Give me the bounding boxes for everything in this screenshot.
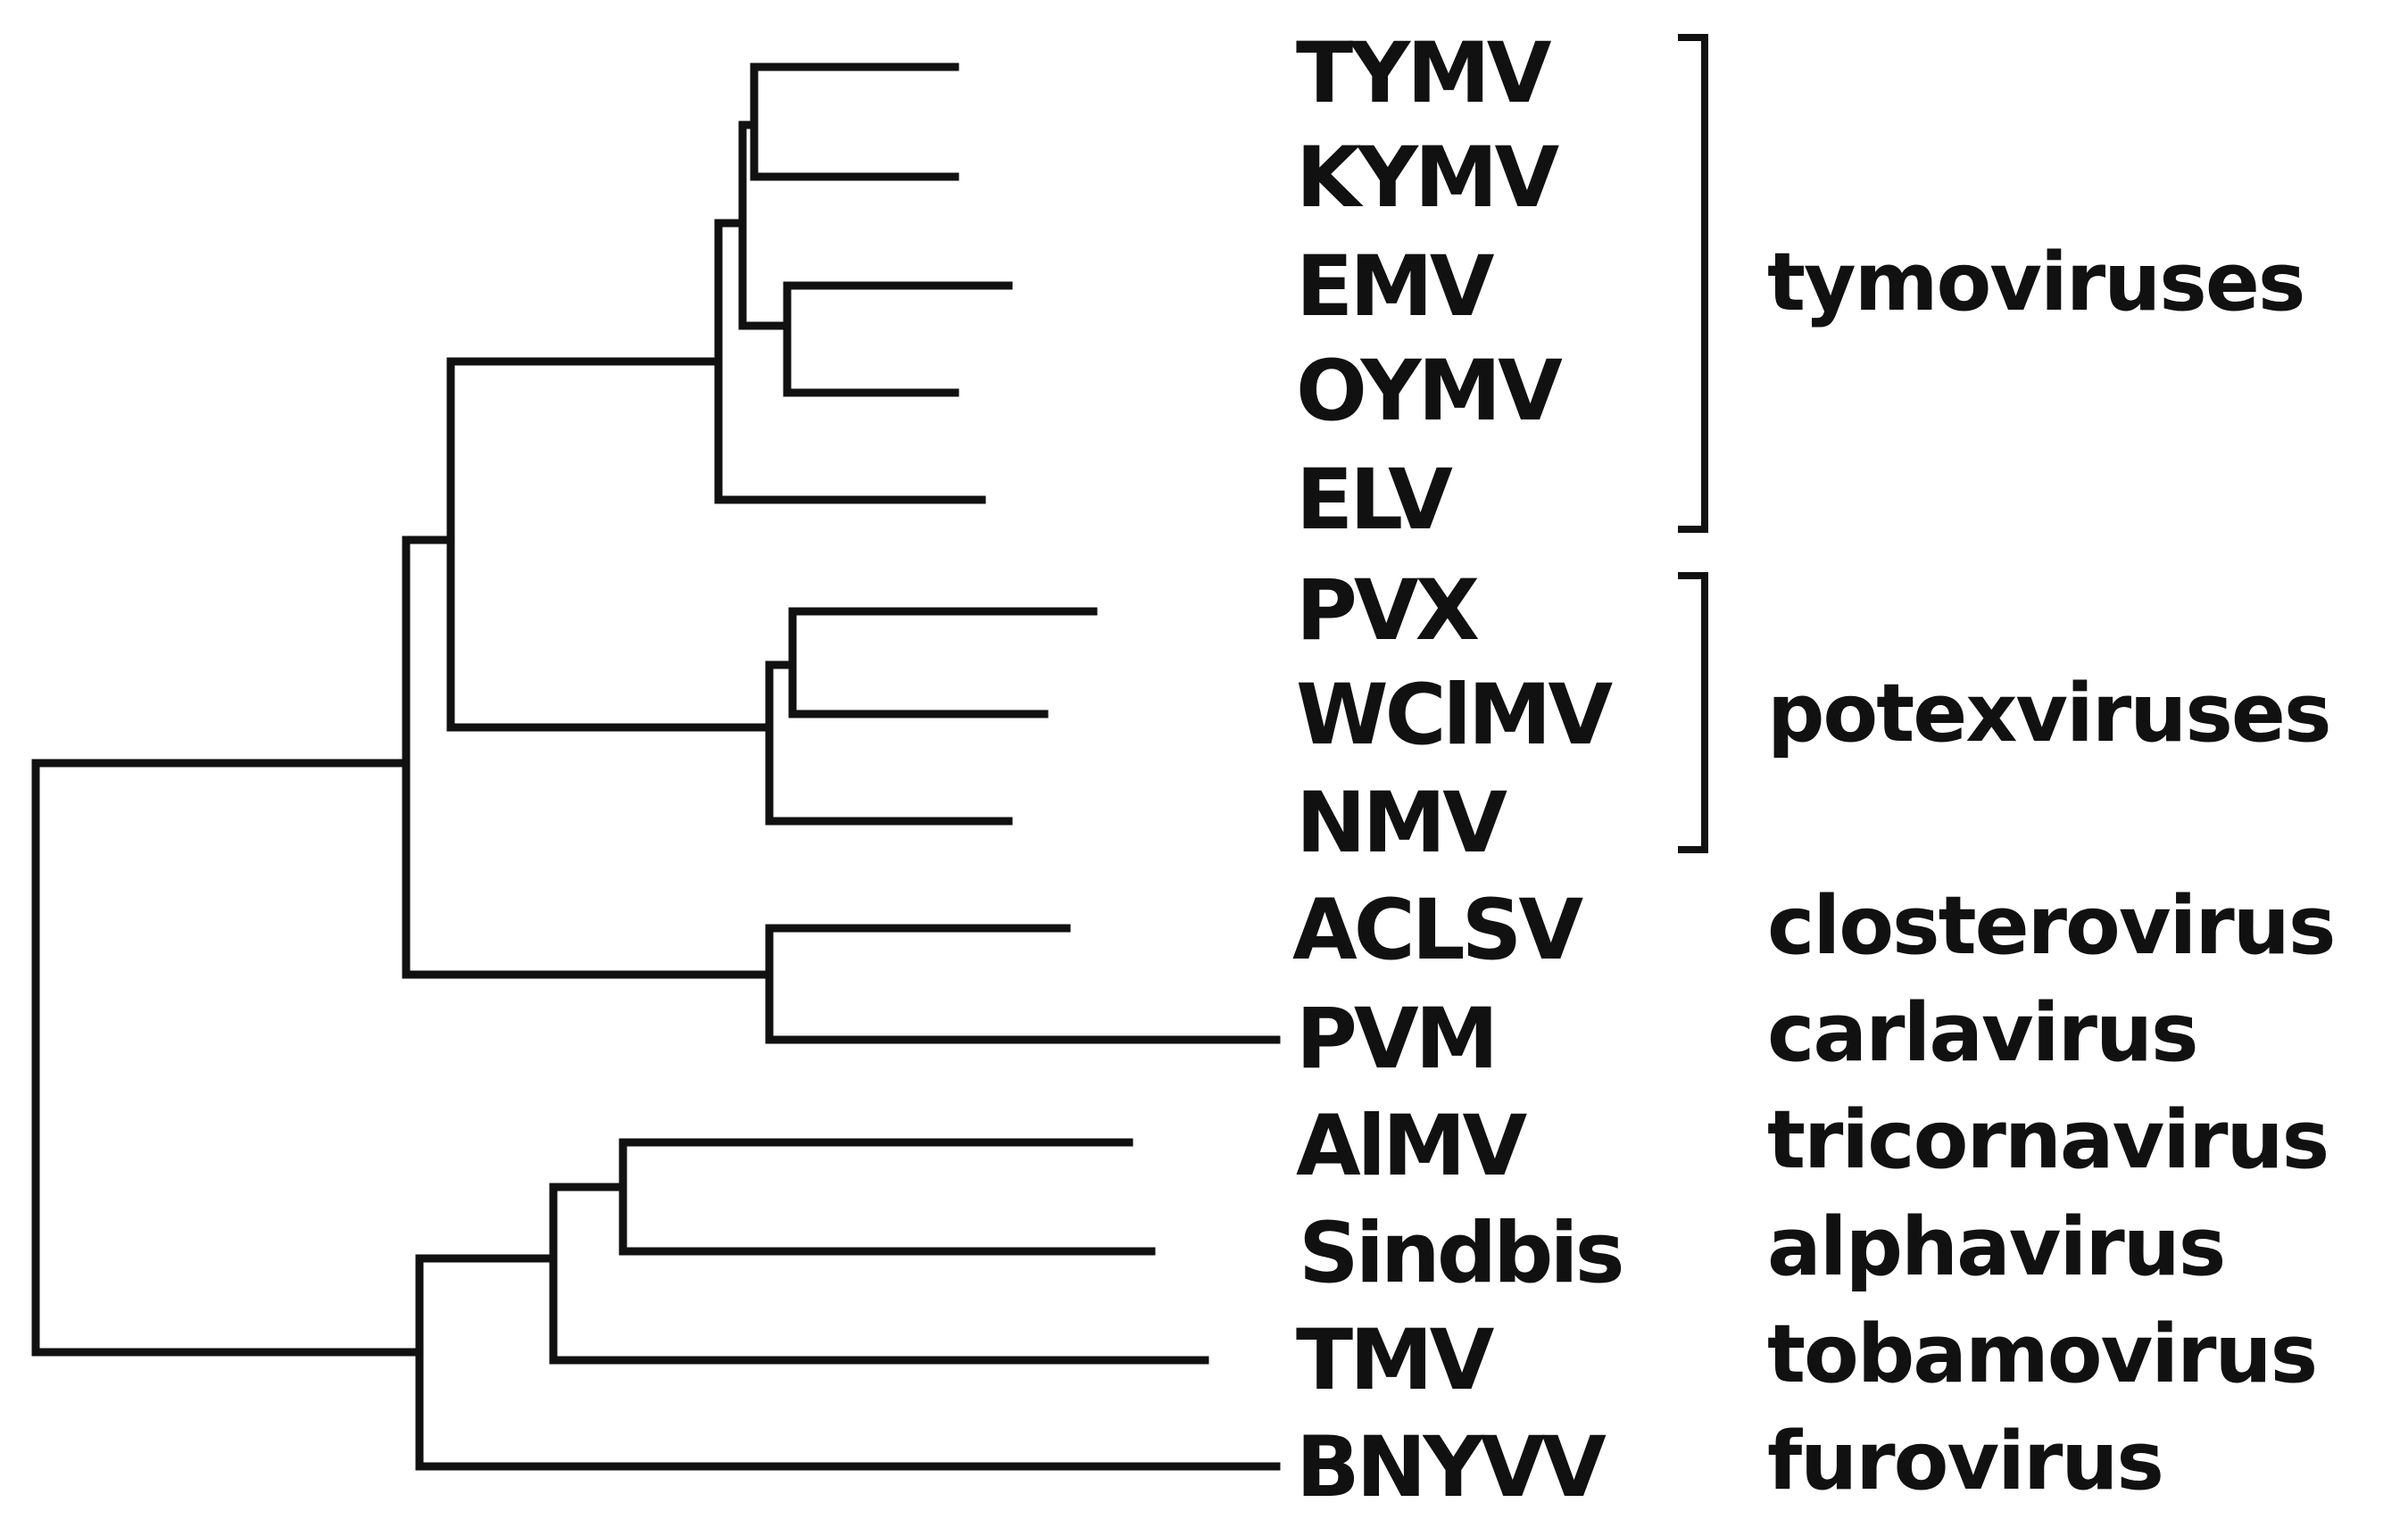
branch-emv-oymv-node	[738, 281, 792, 397]
tymoviruses-bracket	[1678, 34, 1708, 533]
taxon-label-sindbis: Sindbis	[1299, 1205, 1622, 1302]
branch-potex-clade	[765, 660, 1013, 826]
branch-aclsv-pvm	[765, 924, 1281, 1044]
taxon-label-pvx: PVX	[1296, 562, 1479, 660]
branch-almv-sindbis	[619, 1138, 1156, 1256]
taxon-label-oymv: OYMV	[1296, 343, 1563, 440]
taxon-label-bnyvv: BNYVV	[1296, 1419, 1607, 1516]
taxon-label-almv: AlMV	[1296, 1098, 1528, 1195]
group-label-closterovirus: closterovirus	[1767, 879, 2334, 973]
branch-root	[31, 759, 424, 1357]
branch-tymo-inner	[714, 120, 747, 330]
group-label-alphavirus: alphavirus	[1767, 1200, 2224, 1294]
taxon-label-tymv: TYMV	[1296, 25, 1552, 122]
taxon-labels: TYMV KYMV EMV OYMV ELV PVX WClMV NMV ACL…	[1292, 25, 1625, 1516]
taxon-label-tmv: TMV	[1296, 1312, 1495, 1409]
branch-almv-sindbis-tmv	[549, 1183, 1209, 1365]
taxon-label-pvm: PVM	[1296, 991, 1495, 1088]
taxon-label-elv: ELV	[1296, 452, 1453, 549]
branch-lower-clade	[415, 1254, 1281, 1471]
group-label-tobamovirus: tobamovirus	[1767, 1308, 2316, 1401]
taxon-label-aclsv: ACLSV	[1292, 882, 1583, 979]
taxon-label-wclmv: WClMV	[1296, 667, 1613, 764]
taxon-label-kymv: KYMV	[1296, 129, 1559, 227]
group-label-carlavirus: carlavirus	[1767, 986, 2197, 1080]
potexviruses-bracket	[1678, 572, 1708, 853]
group-label-potexviruses: potexviruses	[1767, 667, 2330, 760]
branch-potex-inner	[765, 607, 797, 718]
taxon-label-emv: EMV	[1296, 238, 1495, 336]
branch-tymo-potex	[446, 357, 774, 732]
tree-branches	[31, 62, 1281, 1471]
group-label-tymoviruses: tymoviruses	[1767, 236, 2304, 329]
group-labels: tymoviruses potexviruses closterovirus c…	[1767, 236, 2336, 1508]
group-label-furovirus: furovirus	[1767, 1415, 2163, 1508]
branch-upper-clade	[402, 536, 774, 979]
group-brackets	[1678, 34, 1708, 853]
taxon-label-nmv: NMV	[1296, 775, 1507, 872]
branch-tymo-kymv	[738, 62, 759, 181]
group-label-tricornavirus: tricornavirus	[1767, 1093, 2328, 1187]
branch-tymo-clade	[714, 219, 986, 504]
